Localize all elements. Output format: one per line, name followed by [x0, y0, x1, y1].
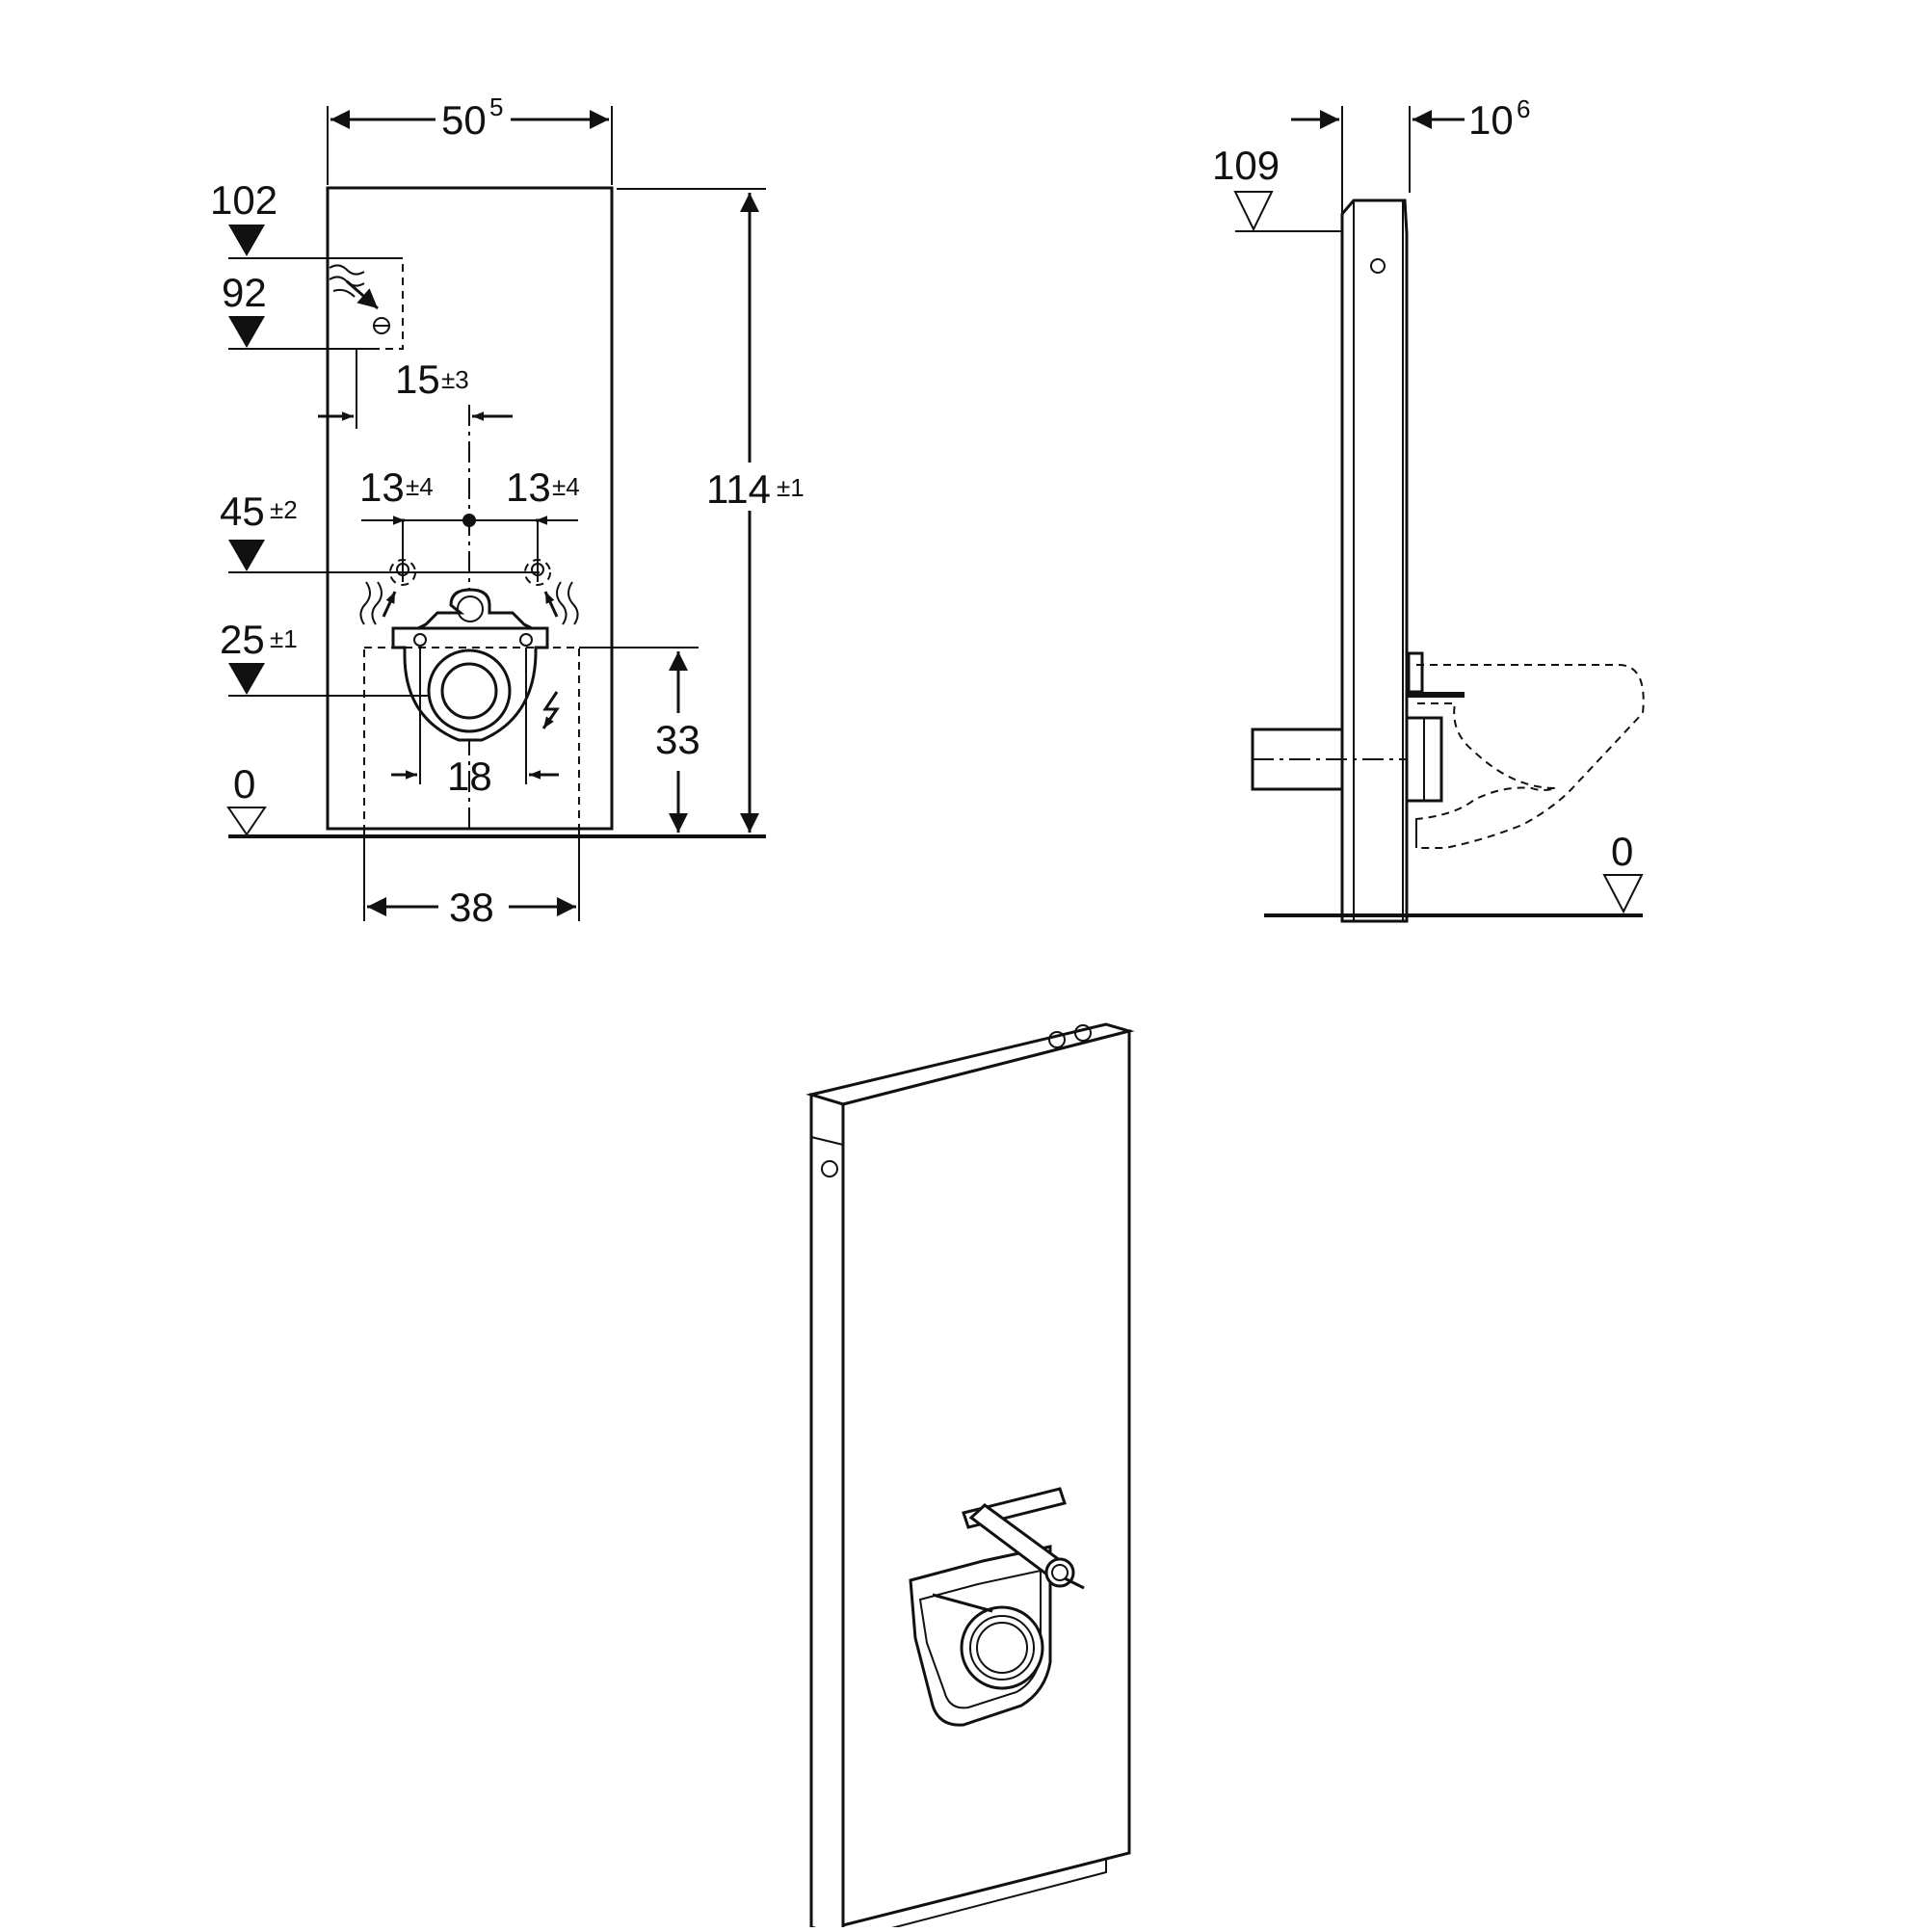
level-0-front-marker	[226, 807, 267, 836]
panel-side-outline	[1340, 198, 1409, 923]
panel-front-face	[841, 1029, 1131, 1927]
water-inlet-icon	[329, 264, 390, 334]
width-label-sup: 5	[489, 93, 503, 121]
level-102-label: 102	[210, 177, 277, 223]
flush-button-side	[1370, 258, 1386, 274]
level-0-front-label: 0	[233, 761, 255, 807]
level-25-marker	[228, 663, 265, 695]
water-fitting-side	[1407, 651, 1424, 694]
height-label-tol: ±1	[777, 473, 805, 502]
level-92-marker	[228, 316, 265, 348]
drain-outlet-iso-inner	[976, 1622, 1028, 1674]
centre-point	[462, 514, 476, 527]
level-45-marker	[228, 540, 265, 571]
electrical-icon	[541, 691, 560, 729]
dim-33-label: 33	[655, 717, 700, 762]
wc-bracket-front	[391, 588, 549, 742]
flush-button-top-2	[1074, 1024, 1092, 1042]
offset-15-label: 15	[395, 357, 440, 402]
dim-18-label: 18	[447, 754, 492, 799]
height-label: 114	[706, 466, 771, 512]
level-109-marker	[1233, 191, 1274, 232]
offset-13-left-label: 13	[359, 464, 405, 510]
drain-zone	[363, 647, 580, 830]
flush-button-top-1	[1048, 1031, 1066, 1048]
isometric-view	[805, 1022, 1135, 1932]
level-25-label: 25	[220, 617, 265, 662]
depth-label-sup: 6	[1517, 94, 1530, 123]
water-flow-right-icon	[543, 581, 579, 625]
toilet-outline-side	[1415, 664, 1645, 849]
panel-side-face	[809, 1092, 845, 1932]
offset-13-right-label: 13	[506, 464, 551, 510]
level-45-label: 45	[220, 489, 265, 534]
drain-outlet-outer	[427, 648, 512, 733]
offset-13-right-tol: ±4	[552, 472, 580, 501]
front-view: 50 5 114 ±1 102 92 15 ±3	[210, 93, 805, 930]
water-supply-zone	[327, 257, 404, 350]
level-0-side-label: 0	[1611, 829, 1633, 874]
dim-38-label: 38	[449, 885, 494, 930]
level-92-label: 92	[222, 270, 267, 315]
drain-outlet-iso-outer	[960, 1605, 1044, 1690]
water-flow-left-icon	[359, 581, 397, 625]
level-102-marker	[228, 225, 265, 256]
width-label: 50	[441, 97, 487, 143]
offset-15-tol: ±3	[441, 365, 469, 394]
water-connection-left-icon	[389, 559, 416, 586]
wc-bracket-iso	[909, 1487, 1085, 1727]
water-connection-right-icon	[524, 559, 551, 586]
level-25-tol: ±1	[270, 624, 298, 653]
level-0-side-marker	[1602, 874, 1644, 914]
level-109-label: 109	[1212, 143, 1280, 188]
level-45-tol: ±2	[270, 495, 298, 524]
depth-label: 10	[1468, 97, 1514, 143]
side-view: 10 6 109 0	[1212, 94, 1645, 923]
flush-button-side-iso	[821, 1160, 838, 1178]
drain-outlet-inner	[440, 662, 498, 720]
panel-plinth	[810, 1857, 1107, 1932]
offset-13-left-tol: ±4	[406, 472, 434, 501]
